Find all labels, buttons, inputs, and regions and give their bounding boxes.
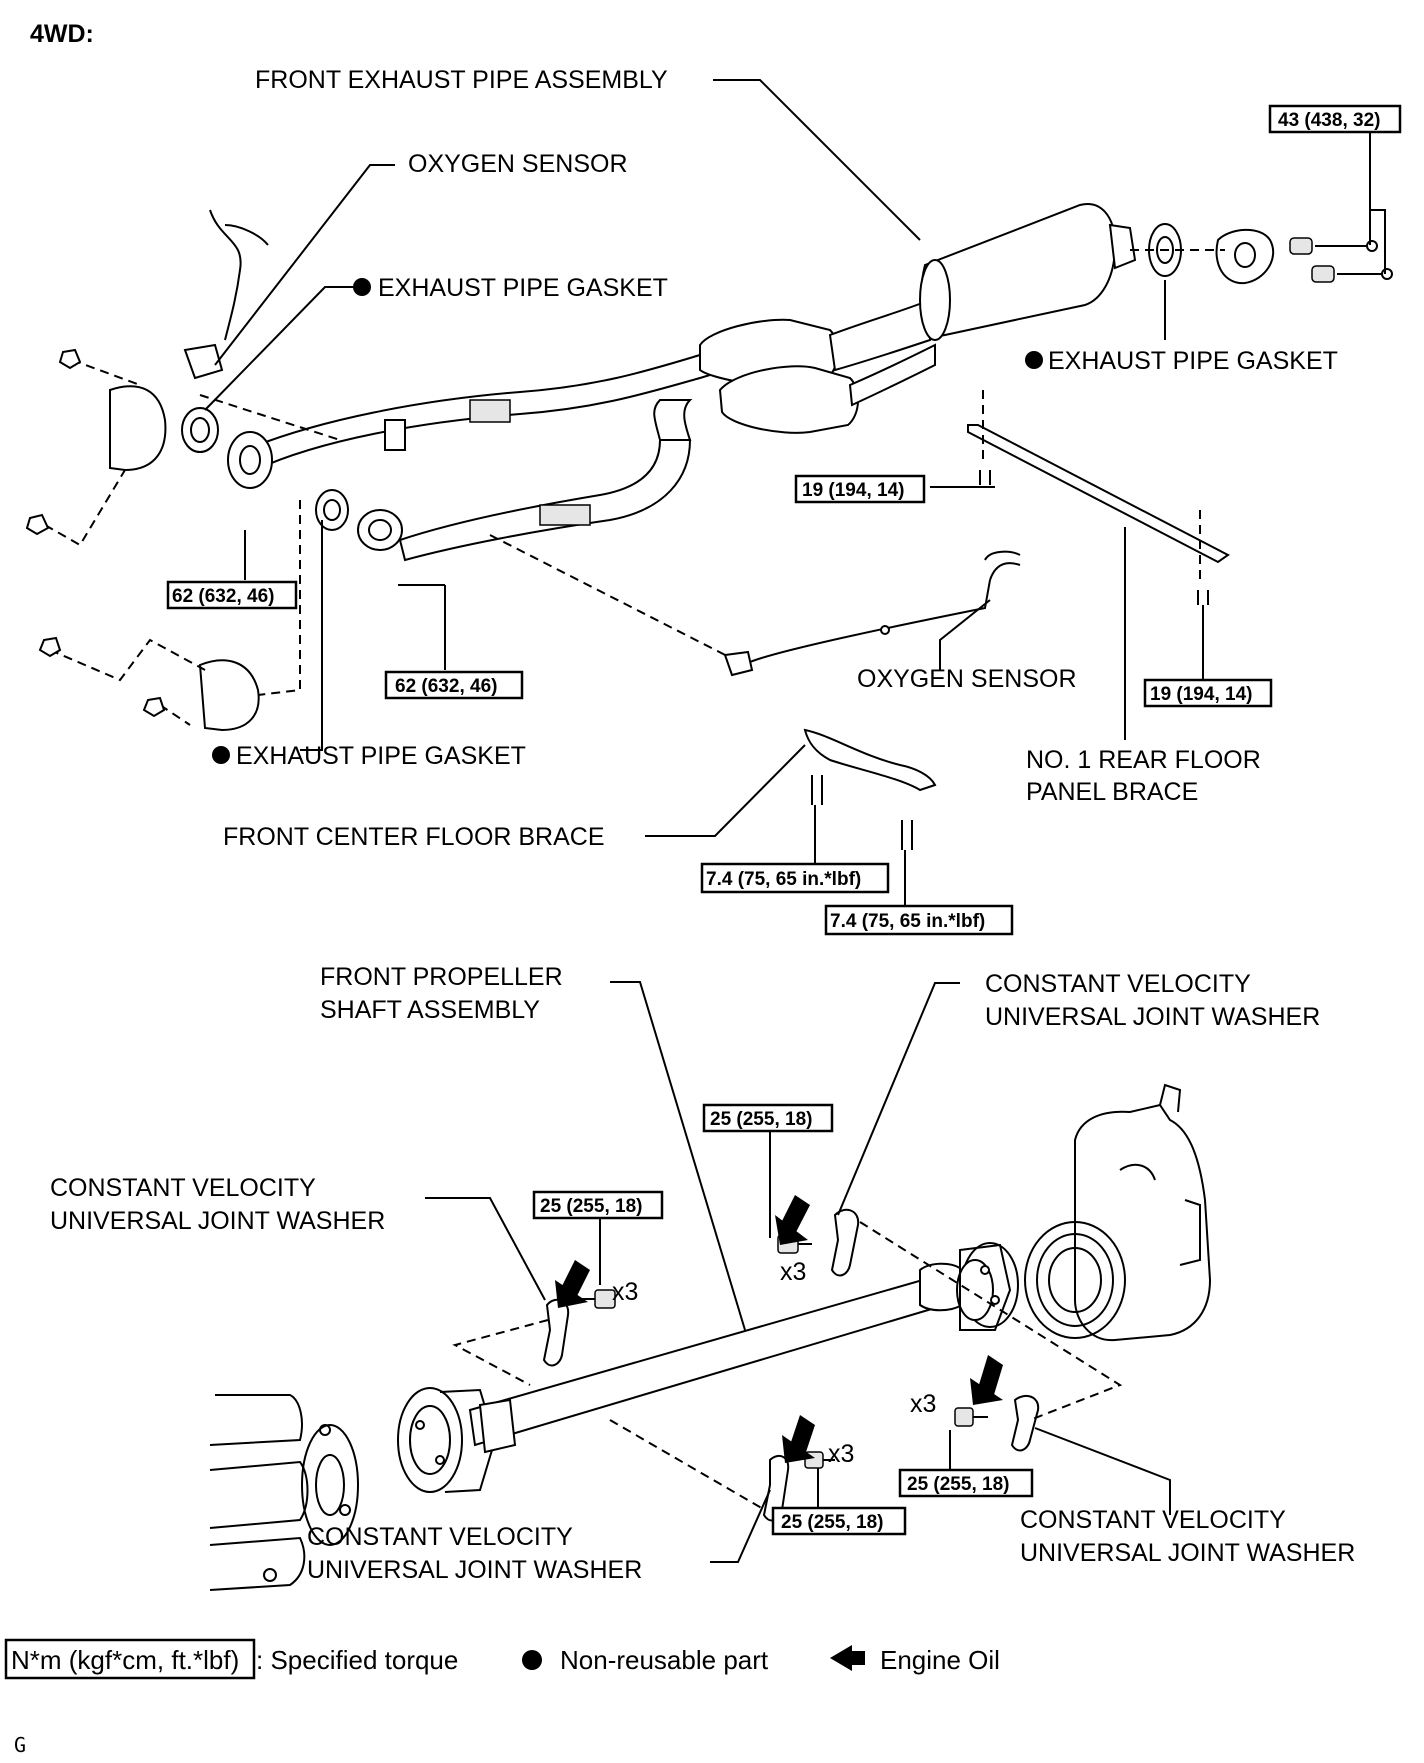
torque-left-flange: 62 (632, 46)	[172, 586, 274, 607]
cv-washer-bolts-illustration	[452, 1208, 1123, 1522]
label-cv-washer-left-1: CONSTANT VELOCITY	[50, 1174, 316, 1202]
nonreusable-dot-icon	[522, 1650, 542, 1670]
exhaust-leader-lines	[204, 79, 1386, 905]
torque-rear-flange: 43 (438, 32)	[1278, 110, 1380, 131]
torque-box-shaft-top	[702, 1103, 834, 1133]
left-gasket-and-manifold-mounts	[25, 348, 349, 732]
transfer-case-illustration	[1024, 1083, 1212, 1342]
legend-torque-units: N*m (kgf*cm, ft.*lbf)	[11, 1645, 239, 1675]
label-cv-washer-bottom-1: CONSTANT VELOCITY	[307, 1523, 573, 1551]
label-cv-washer-top-2: UNIVERSAL JOINT WASHER	[985, 1003, 1320, 1031]
label-front-center-floor-brace: FRONT CENTER FLOOR BRACE	[223, 823, 605, 851]
nonreusable-dot-icon	[1025, 351, 1043, 369]
nonreusable-dot-icon	[212, 746, 230, 764]
label-oxygen-sensor-right: OXYGEN SENSOR	[857, 665, 1077, 693]
legend-torque-box	[4, 1638, 256, 1680]
torque-box-shaft-bottom-right	[898, 1468, 1034, 1498]
torque-brace-upper: 19 (194, 14)	[802, 480, 904, 501]
label-exhaust-pipe-gasket-right: EXHAUST PIPE GASKET	[1048, 347, 1338, 375]
label-cv-washer-left-2: UNIVERSAL JOINT WASHER	[50, 1207, 385, 1235]
front-exhaust-pipe-assembly-illustration	[227, 203, 1137, 562]
label-exhaust-pipe-gasket-left: EXHAUST PIPE GASKET	[378, 274, 668, 302]
torque-shaft-bottom-right: 25 (255, 18)	[907, 1474, 1009, 1495]
front-propeller-shaft-illustration	[397, 1242, 1019, 1493]
legend-engine-oil: Engine Oil	[880, 1645, 1000, 1675]
torque-box-shaft-bottom-mid	[771, 1506, 907, 1536]
propeller-leader-lines	[425, 981, 1171, 1563]
label-no1-rear-floor-brace-1: NO. 1 REAR FLOOR	[1026, 746, 1261, 774]
label-exhaust-pipe-gasket-lower: EXHAUST PIPE GASKET	[236, 742, 526, 770]
label-no1-rear-floor-brace-2: PANEL BRACE	[1026, 778, 1198, 806]
rear-floor-brace-illustration	[930, 390, 1230, 605]
label-cv-washer-right-1: CONSTANT VELOCITY	[1020, 1506, 1286, 1534]
torque-box-rear-flange	[1268, 104, 1402, 134]
label-cv-washer-top-1: CONSTANT VELOCITY	[985, 970, 1251, 998]
torque-shaft-left: 25 (255, 18)	[540, 1196, 642, 1217]
engine-oil-arrows	[555, 1195, 1003, 1463]
torque-box-center-flange	[384, 670, 524, 700]
torque-box-center-brace-left	[700, 862, 890, 894]
torque-shaft-top: 25 (255, 18)	[710, 1109, 812, 1130]
torque-box-shaft-left	[532, 1190, 664, 1220]
torque-box-left-flange	[166, 580, 298, 610]
section-header: 4WD:	[30, 20, 94, 48]
label-front-propeller-2: SHAFT ASSEMBLY	[320, 996, 540, 1024]
multiplier-left: x3	[612, 1278, 638, 1306]
torque-box-center-brace-right	[824, 904, 1014, 936]
oxygen-sensor-right-illustration	[489, 534, 1021, 677]
torque-shaft-bottom-mid: 25 (255, 18)	[781, 1512, 883, 1533]
front-differential-illustration	[209, 1394, 359, 1591]
multiplier-top: x3	[780, 1258, 806, 1286]
label-front-exhaust-pipe-assembly: FRONT EXHAUST PIPE ASSEMBLY	[255, 66, 668, 94]
torque-brace-lower: 19 (194, 14)	[1150, 684, 1252, 705]
torque-box-brace-upper	[794, 474, 926, 504]
front-center-floor-brace-illustration	[803, 728, 937, 850]
label-front-propeller-1: FRONT PROPELLER	[320, 963, 563, 991]
oxygen-sensor-top-illustration	[183, 209, 269, 380]
multiplier-bottom-mid: x3	[828, 1440, 854, 1468]
torque-center-flange: 62 (632, 46)	[395, 676, 497, 697]
label-oxygen-sensor-top: OXYGEN SENSOR	[408, 150, 628, 178]
torque-center-brace-right: 7.4 (75, 65 in.*lbf)	[830, 911, 985, 932]
multiplier-bottom-right: x3	[910, 1390, 936, 1418]
legend-torque-text: : Specified torque	[256, 1645, 458, 1675]
corner-mark: G	[14, 1733, 26, 1757]
torque-center-brace-left: 7.4 (75, 65 in.*lbf)	[706, 869, 861, 890]
label-cv-washer-right-2: UNIVERSAL JOINT WASHER	[1020, 1539, 1355, 1567]
nonreusable-dot-icon	[353, 278, 371, 296]
legend: N*m (kgf*cm, ft.*lbf) : Specified torque…	[4, 1638, 1000, 1680]
rear-gasket-and-flange	[1130, 223, 1393, 285]
torque-box-brace-lower	[1143, 678, 1273, 708]
engine-oil-arrow-icon	[830, 1645, 865, 1671]
legend-nonreusable: Non-reusable part	[560, 1645, 769, 1675]
label-cv-washer-bottom-2: UNIVERSAL JOINT WASHER	[307, 1556, 642, 1584]
